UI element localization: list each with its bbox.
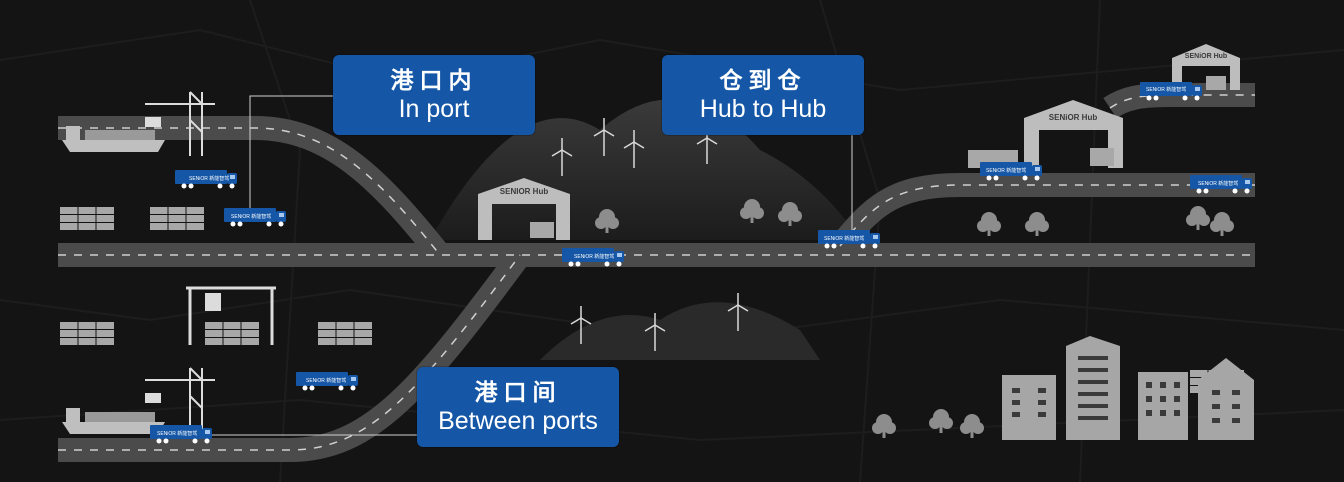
- label-en: In port: [398, 95, 470, 123]
- label-in-port: 港口内 In port: [333, 55, 535, 135]
- truck-brand: SENiOR 新能智驾: [306, 377, 346, 384]
- ship-icon: [62, 408, 165, 434]
- mountain-icon: [430, 99, 860, 360]
- label-zh: 仓到仓: [719, 68, 807, 94]
- crane-icon: [145, 91, 215, 156]
- building-icon: [1002, 336, 1254, 440]
- truck-icon: SENiOR 新能智驾: [1140, 82, 1202, 101]
- warehouse-icon: SENIOR Hub: [478, 178, 570, 240]
- hub-label: SENiOR Hub: [1049, 113, 1098, 122]
- truck-brand: SENiOR 新能智驾: [986, 167, 1026, 174]
- truck-brand: SENiOR 新能智驾: [189, 175, 229, 182]
- warehouse-icon: SENiOR Hub: [968, 100, 1123, 168]
- truck-brand: SENiOR 新能智驾: [157, 430, 197, 437]
- truck-icon: SENiOR 新能智驾: [296, 372, 358, 391]
- hub-label: SENiOR Hub: [1185, 53, 1227, 60]
- label-zh: 港口间: [474, 380, 562, 406]
- truck-brand: SENiOR 新能智驾: [824, 235, 864, 242]
- label-between-ports: 港口间 Between ports: [417, 367, 619, 447]
- truck-brand: SENiOR 新能智驾: [231, 213, 271, 220]
- ship-icon: [62, 126, 165, 152]
- label-en: Hub to Hub: [699, 95, 827, 123]
- label-hub-to-hub: 仓到仓 Hub to Hub: [662, 55, 864, 135]
- gantry-crane-icon: [186, 286, 276, 345]
- label-connectors: [210, 95, 853, 436]
- truck-icon: SENiOR 新能智驾: [224, 208, 286, 227]
- truck-icon: SENiOR 新能智驾: [150, 425, 212, 444]
- label-en: Between ports: [438, 407, 598, 435]
- truck-icon: SENiOR 新能智驾: [562, 248, 624, 267]
- warehouse-icon: SENiOR Hub: [1172, 44, 1240, 90]
- truck-icon: SENiOR 新能智驾: [980, 162, 1042, 181]
- truck-brand: SENiOR 新能智驾: [1198, 180, 1238, 187]
- truck-icon: SENiOR 新能智驾: [818, 230, 880, 249]
- truck-brand: SENiOR 新能智驾: [1146, 86, 1186, 93]
- truck-icon: SENiOR 新能智驾: [175, 170, 237, 189]
- hub-label: SENIOR Hub: [500, 187, 549, 196]
- label-zh: 港口内: [390, 68, 478, 94]
- truck-icon: SENiOR 新能智驾: [1190, 175, 1252, 194]
- truck-brand: SENiOR 新能智驾: [574, 253, 614, 260]
- crane-icon: [145, 367, 215, 432]
